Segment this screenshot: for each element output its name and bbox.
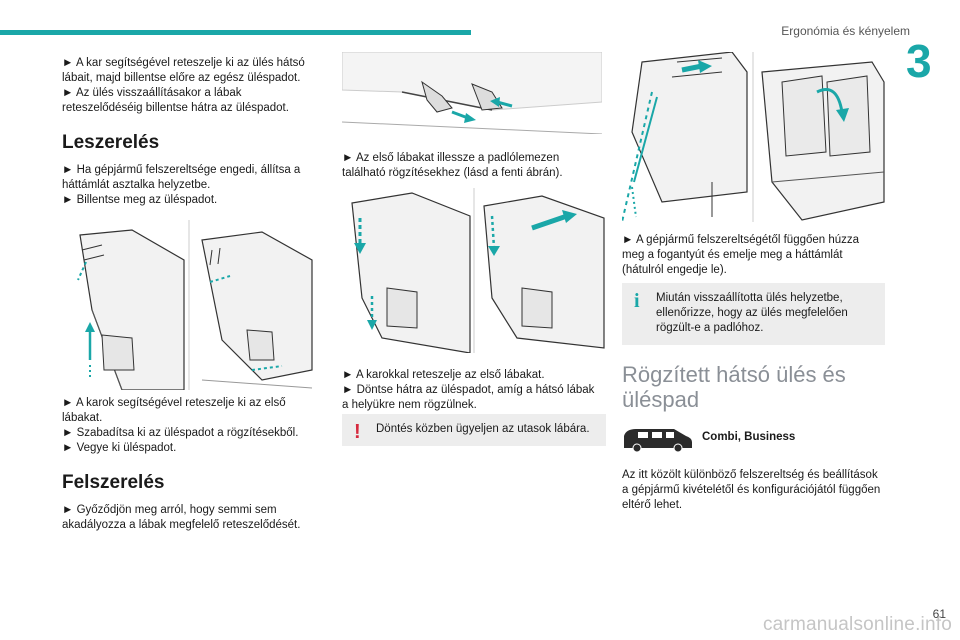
vehicle-label: Combi, Business [702,431,796,443]
install-step-4: ► Döntse hátra az üléspadot, amíg a háts… [342,384,595,411]
removal-step-5: ► Vegye ki üléspadot. [62,442,177,454]
seat-tilt-illustration [342,188,607,353]
watermark: carmanualsonline.info [762,614,952,635]
fixed-rear-seat-heading: Rögzített hátsó ülés és üléspad [622,362,846,412]
warning-icon: ! [354,421,361,443]
backrest-step: ► A gépjármű felszereltségétől függően h… [622,234,860,276]
backrest-illustration [622,52,885,222]
front-legs-illustration [342,52,602,134]
intro-step-2: ► Az ülés visszaállításakor a lábak rete… [62,87,289,114]
seat-removal-illustration [62,220,317,390]
install-heading: Felszerelés [62,472,165,493]
info-text: Miután visszaállította ülés helyzetbe, e… [656,292,848,334]
removal-step-2: ► Billentse meg az üléspadot. [62,194,218,206]
removal-step-4: ► Szabadítsa ki az üléspadot a rögzítése… [62,427,299,439]
page-number: 61 [932,607,946,621]
intro-step-1: ► A kar segítségével reteszelje ki az ül… [62,57,305,84]
fixed-seat-body: Az itt közölt különböző felszereltség és… [622,469,881,511]
install-step-3: ► A karokkal reteszelje az első lábakat. [342,369,545,381]
van-icon [624,429,692,452]
warning-box: ! Döntés közben ügyeljen az utasok lábár… [342,414,606,446]
info-box: i Miután visszaállította ülés helyzetbe,… [622,283,885,345]
vehicle-applicability: Combi, Business [622,426,882,452]
install-step-1: ► Győződjön meg arról, hogy semmi sem ak… [62,504,301,531]
removal-heading: Leszerelés [62,132,160,153]
info-icon: i [634,290,640,312]
warning-text: Döntés közben ügyeljen az utasok lábára. [376,423,590,435]
header-accent-bar [0,30,471,35]
removal-step-3: ► A karok segítségével reteszelje ki az … [62,397,286,424]
chapter-number: 3 [906,35,932,87]
column-1: ► A kar segítségével reteszelje ki az ül… [62,56,317,533]
install-step-2: ► Az első lábakat illessze a padlólemeze… [342,152,563,179]
removal-step-1: ► Ha gépjármű felszereltsége engedi, áll… [62,164,301,191]
section-title: Ergonómia és kényelem [781,24,910,38]
